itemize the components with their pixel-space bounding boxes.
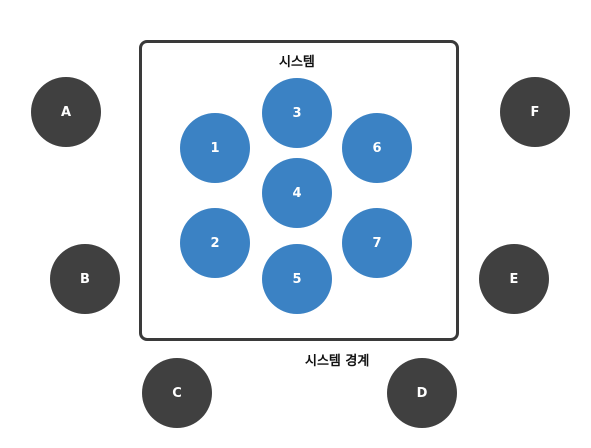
internal-node-6: 6 <box>342 113 412 183</box>
system-boundary <box>139 40 459 341</box>
internal-node-1: 1 <box>180 113 250 183</box>
system-boundary-label: 시스템 경계 <box>305 354 370 369</box>
internal-node-3: 3 <box>262 78 332 148</box>
external-node-d: D <box>387 358 457 428</box>
system-title: 시스템 <box>279 55 315 70</box>
internal-node-7: 7 <box>342 208 412 278</box>
external-node-a: A <box>31 77 101 147</box>
external-node-c: C <box>142 358 212 428</box>
internal-node-4: 4 <box>262 158 332 228</box>
external-node-b: B <box>50 244 120 314</box>
external-node-f: F <box>500 77 570 147</box>
external-node-e: E <box>479 244 549 314</box>
internal-node-5: 5 <box>262 244 332 314</box>
internal-node-2: 2 <box>180 208 250 278</box>
